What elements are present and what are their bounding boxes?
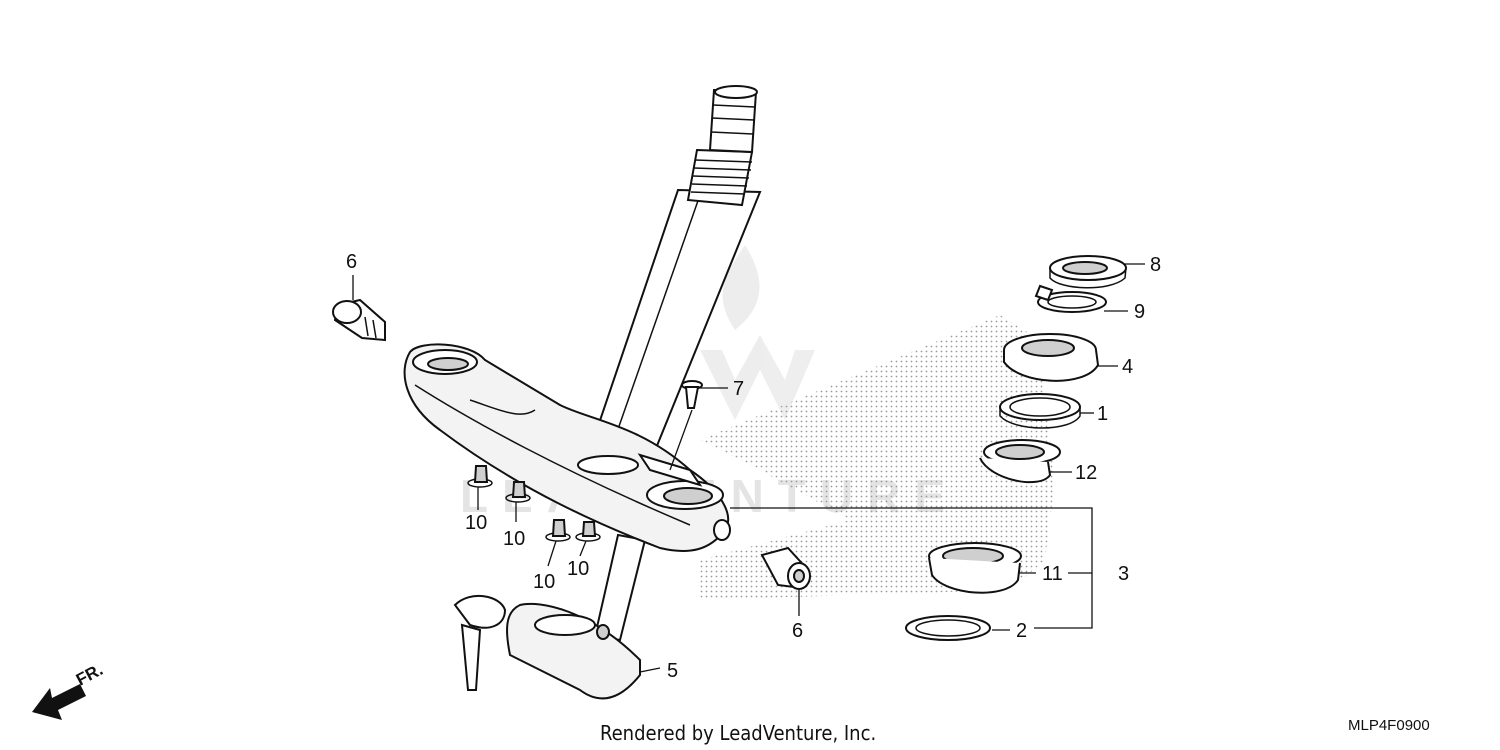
dust-seal-1 (999, 393, 1081, 429)
footer-credit: Rendered by LeadVenture, Inc. (600, 721, 876, 745)
callout-2: 2 (1016, 620, 1027, 642)
bearing-11 (928, 542, 1022, 594)
callout-10-c: 10 (533, 571, 555, 593)
callout-5: 5 (667, 660, 678, 682)
ignition-switch (453, 594, 641, 700)
bolt-6-lower (760, 546, 811, 590)
front-direction-arrow-icon (32, 684, 86, 720)
lower-triple-clamp (403, 343, 731, 552)
bolt-6-upper (332, 298, 386, 342)
steering-stem (588, 85, 762, 642)
callout-7: 7 (733, 378, 744, 400)
callout-11: 11 (1042, 563, 1063, 585)
dotted-shading (700, 315, 1055, 600)
callout-6-lower: 6 (792, 620, 803, 642)
callout-10-a: 10 (465, 512, 487, 534)
callout-8: 8 (1150, 254, 1161, 276)
leader-lines (352, 263, 1145, 673)
callout-1: 1 (1097, 403, 1108, 425)
diagram-code: MLP4F0900 (1348, 717, 1430, 734)
callout-10-b: 10 (503, 528, 525, 550)
dust-seal-2 (905, 615, 991, 641)
callout-6-upper: 6 (346, 251, 357, 273)
lock-washer-9 (1034, 284, 1107, 313)
watermark-logo (700, 245, 815, 420)
lock-nut-8 (1049, 255, 1127, 289)
adjusting-nut-4 (1003, 333, 1100, 382)
screw-7 (681, 380, 703, 409)
callout-10-d: 10 (567, 558, 589, 580)
callout-9: 9 (1134, 301, 1145, 323)
bearing-12 (979, 439, 1061, 484)
callout-4: 4 (1122, 356, 1133, 378)
callout-3: 3 (1118, 563, 1129, 585)
screws-10 (467, 465, 601, 542)
callout-12: 12 (1075, 462, 1097, 484)
